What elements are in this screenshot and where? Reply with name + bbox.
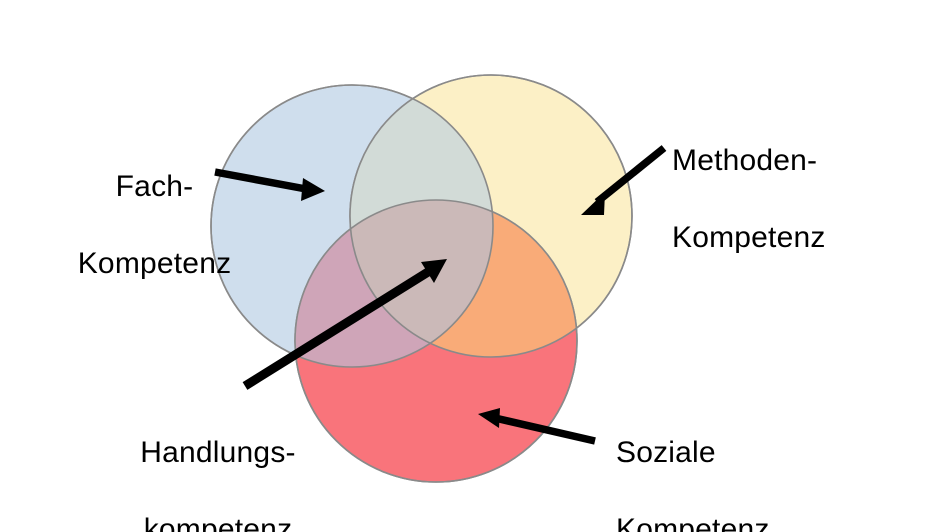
label-methodenkompetenz-line-1: Methoden- bbox=[672, 144, 818, 178]
arrow-fachkompetenz bbox=[214, 168, 325, 201]
label-methodenkompetenz-line-2: Kompetenz bbox=[672, 221, 826, 255]
arrow-sozialekompetenz bbox=[478, 408, 596, 445]
label-fachkompetenz-line-2: Kompetenz bbox=[77, 247, 232, 281]
label-handlungskompetenz-line-2: kompetenz bbox=[143, 513, 293, 532]
label-handlungskompetenz: Handlungs- kompetenz bbox=[98, 396, 338, 532]
venn-outline-group bbox=[210, 74, 633, 483]
arrow-methodenkompetenz bbox=[581, 145, 667, 215]
label-handlungskompetenz-line-1: Handlungs- bbox=[140, 436, 296, 470]
label-fachkompetenz-line-1: Fach- bbox=[115, 170, 194, 204]
venn-overlap-group bbox=[295, 85, 577, 367]
arrow-handlungskompetenz bbox=[242, 259, 447, 390]
label-sozialekompetenz-line-1: Soziale bbox=[616, 436, 716, 470]
label-sozialekompetenz: Soziale Kompetenz bbox=[616, 396, 866, 532]
label-sozialekompetenz-line-2: Kompetenz bbox=[616, 513, 770, 532]
label-methodenkompetenz: Methoden- Kompetenz bbox=[672, 104, 922, 296]
arrow-group bbox=[214, 145, 667, 445]
label-fachkompetenz: Fach- Kompetenz bbox=[52, 130, 257, 322]
